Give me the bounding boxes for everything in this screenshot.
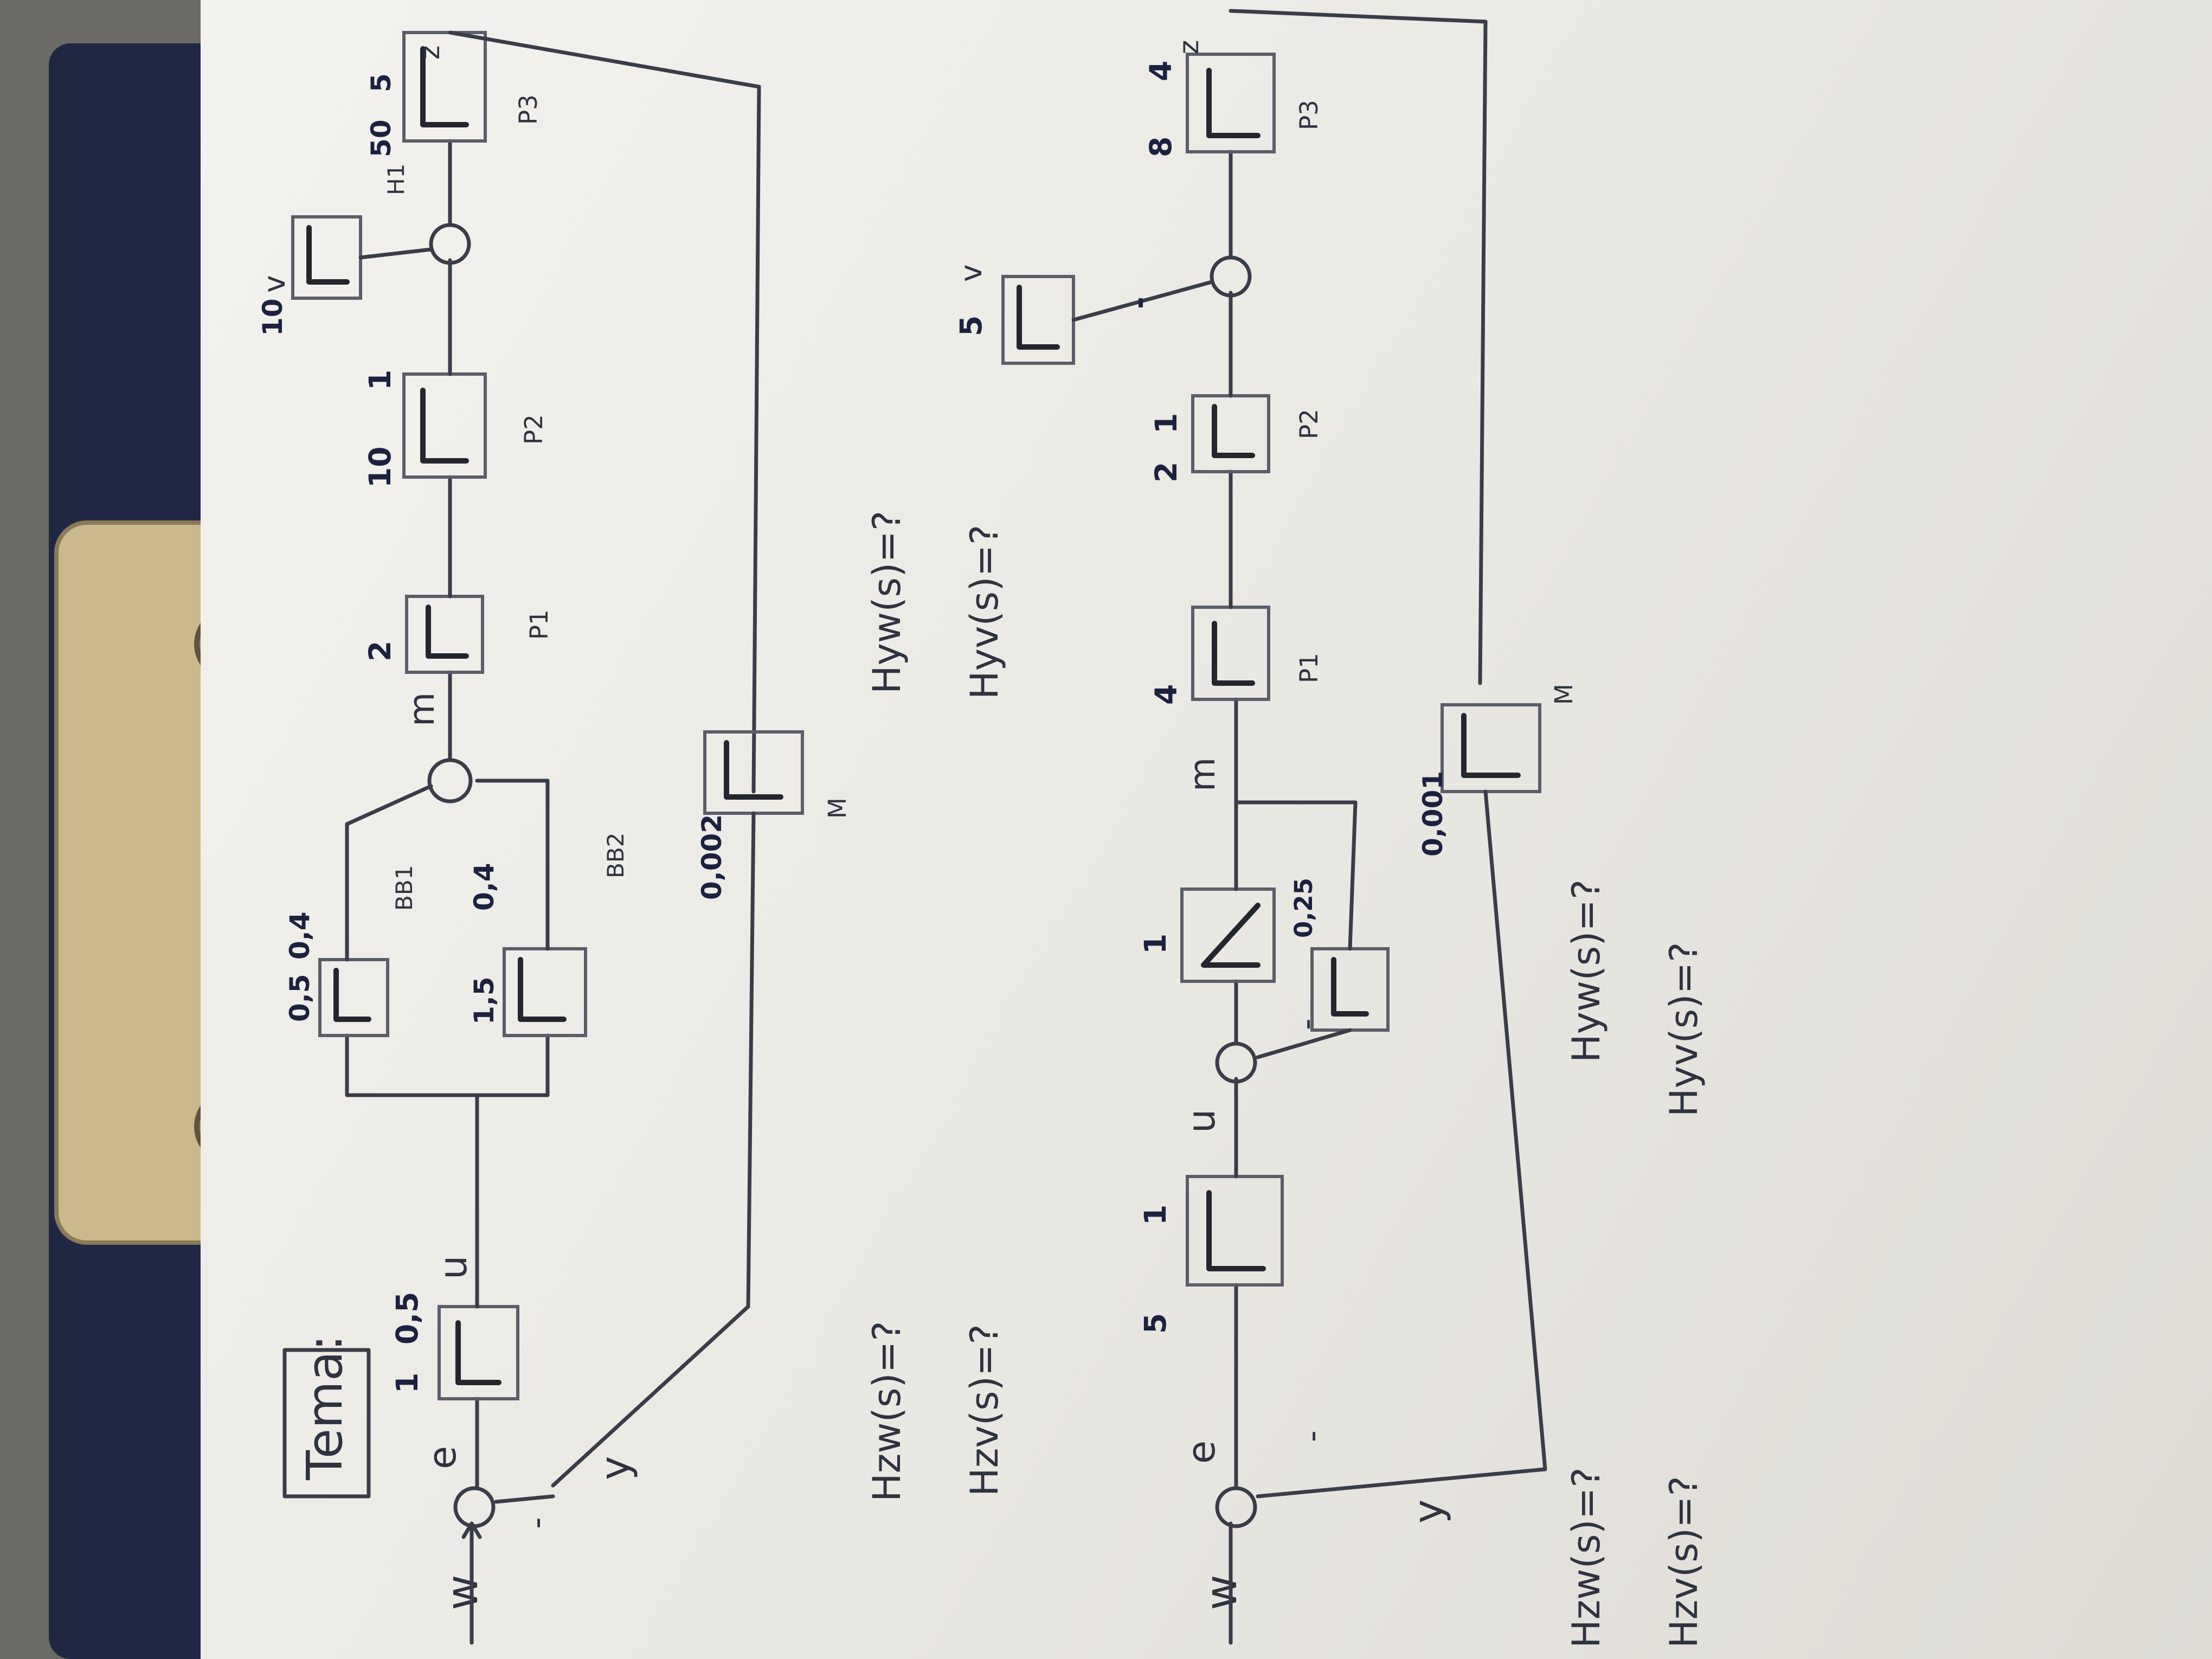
summing-junction-icon <box>453 1486 496 1528</box>
h-2-k: 5 <box>954 316 988 336</box>
p2-name: P2 <box>519 414 548 445</box>
m-k: 0,002 <box>696 814 728 900</box>
label-v-2: v <box>954 264 988 282</box>
question-hzv-2: Hzv(s)=? <box>1662 1476 1706 1648</box>
h1-k: 10 <box>257 298 288 336</box>
label-w-2: w <box>1196 1575 1246 1610</box>
bb2-name: BB2 <box>602 833 629 878</box>
p3-t: 5 <box>365 73 397 92</box>
p3-k: 50 <box>365 119 397 157</box>
p2-2-name: P2 <box>1295 409 1323 439</box>
label-u: u <box>431 1256 475 1279</box>
controller-t: 0,5 <box>390 1292 425 1345</box>
minus-sign-2: - <box>1293 1430 1331 1442</box>
bb1-k: 0,5 <box>284 974 316 1022</box>
p2-t: 1 <box>363 370 397 390</box>
bb2-k: 1,5 <box>468 976 500 1025</box>
m-name: M <box>823 798 852 819</box>
block-p1 <box>405 595 484 674</box>
m-2-name: M <box>1549 684 1578 705</box>
block-fb <box>1310 947 1390 1032</box>
question-hyw-1: Hyw(s)=? <box>865 511 909 694</box>
question-hzw-2: Hzw(s)=? <box>1564 1467 1609 1648</box>
controller2-t: 1 <box>1138 1205 1173 1225</box>
question-hyv-1: Hyv(s)=? <box>962 525 1007 699</box>
block-bb1 <box>318 958 389 1037</box>
block-p3-2 <box>1186 53 1276 153</box>
label-u-2: u <box>1179 1109 1224 1133</box>
page-title: Tema: <box>297 1335 353 1481</box>
summing-junction-icon <box>1210 255 1252 298</box>
label-y: y <box>591 1456 639 1480</box>
p3-2-name: P3 <box>1295 100 1323 130</box>
label-w: w <box>437 1575 487 1610</box>
label-m-2: m <box>1182 757 1223 792</box>
block-bb2 <box>503 947 587 1037</box>
paper-sheet <box>201 0 2212 1659</box>
p3-2-t: 4 <box>1143 61 1178 81</box>
h-sign-2: - <box>1122 297 1156 309</box>
label-y-2: y <box>1404 1500 1452 1523</box>
block-p2 <box>402 372 487 479</box>
block-p3 <box>402 31 487 143</box>
summing-junction-icon <box>429 223 471 265</box>
minus-sign-3: - <box>1288 1018 1326 1030</box>
p1-2-name: P1 <box>1295 653 1323 683</box>
block-inner <box>1180 888 1276 983</box>
inner-k: 1 <box>1138 934 1173 954</box>
summing-junction-icon <box>1215 1041 1257 1084</box>
label-e-2: e <box>1179 1441 1224 1464</box>
label-m: m <box>402 692 442 726</box>
p1-k: 2 <box>363 641 397 661</box>
p2-2-k: 2 <box>1149 462 1184 483</box>
p1-2-k: 4 <box>1149 684 1184 705</box>
p1-name: P1 <box>525 609 554 640</box>
question-hzw-1: Hzw(s)=? <box>865 1321 909 1502</box>
minus-sign: - <box>518 1517 556 1529</box>
p3-2-k: 8 <box>1143 137 1178 157</box>
summing-junction-icon <box>1215 1486 1257 1528</box>
label-z: z <box>414 46 446 60</box>
p2-2-t: 1 <box>1149 413 1184 434</box>
question-hzv-1: Hzv(s)=? <box>962 1324 1007 1496</box>
bb1-t: 0,4 <box>284 911 316 960</box>
h1-name: H1 <box>383 164 409 195</box>
bb1-name: BB1 <box>391 865 417 911</box>
p3-name: P3 <box>514 94 543 125</box>
block-p2-2 <box>1191 394 1270 473</box>
block-m-2 <box>1441 703 1541 793</box>
block-h-2 <box>1001 275 1075 365</box>
m-2-k: 0,001 <box>1417 771 1449 857</box>
label-z-2: z <box>1173 40 1205 54</box>
question-hyw-2: Hyw(s)=? <box>1564 879 1609 1063</box>
title-box: Tema: <box>282 1335 371 1499</box>
p2-k: 10 <box>363 446 397 488</box>
fb-k: 0,25 <box>1289 878 1318 938</box>
summing-junction-icon <box>427 758 473 803</box>
controller-k: 1 <box>390 1373 425 1393</box>
question-hyv-2: Hyv(s)=? <box>1662 942 1706 1117</box>
block-h1 <box>291 215 362 300</box>
controller2-k: 5 <box>1138 1313 1173 1334</box>
label-v: v <box>257 275 292 293</box>
bb2-t: 0,4 <box>468 863 500 911</box>
label-e: e <box>420 1446 465 1469</box>
